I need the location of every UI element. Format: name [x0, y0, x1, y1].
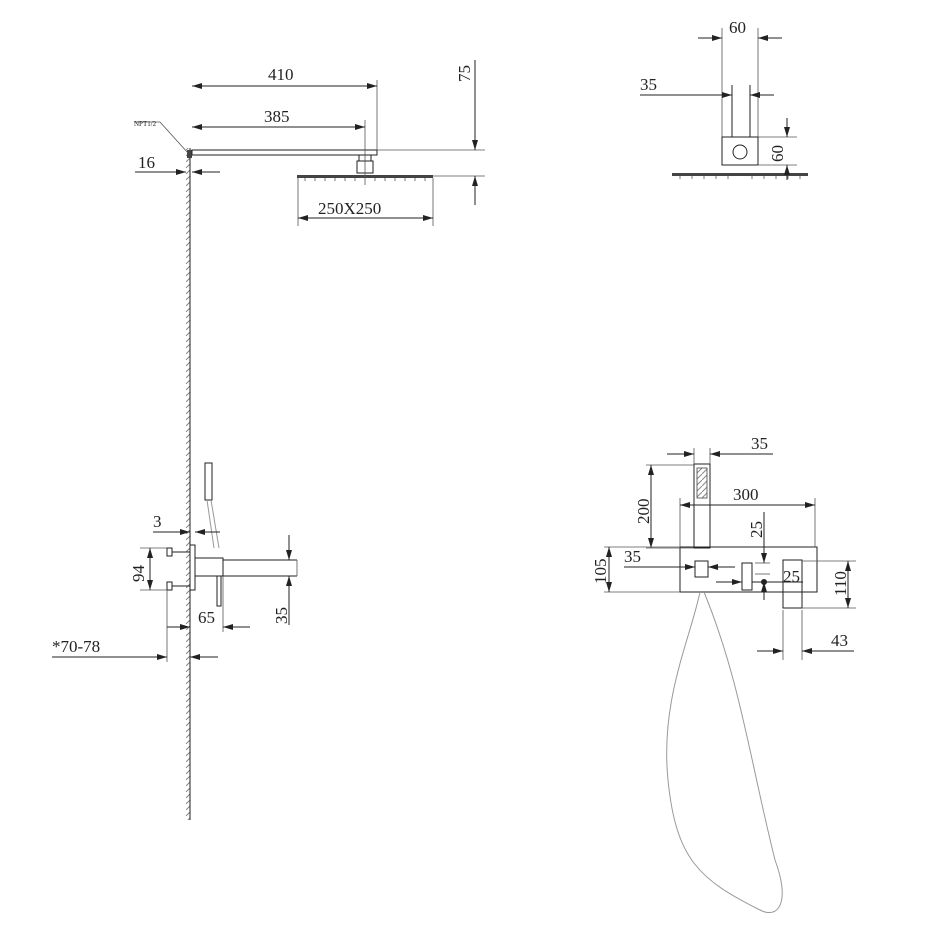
shower-holder: [694, 560, 709, 578]
dim-label-410: 410: [268, 65, 294, 84]
dim-label-300: 300: [733, 485, 759, 504]
dim-label-250x250: 250X250: [318, 199, 381, 218]
side-view-mixer: 94 3 35 65 *70-78: [52, 462, 298, 662]
dim-label-35: 35: [640, 75, 657, 94]
dim-label-3: 3: [153, 512, 162, 531]
hose: [666, 591, 783, 913]
dim-label-35-holder: 35: [624, 547, 641, 566]
front-view-rain-shower: 60 35 60: [640, 18, 808, 180]
dim-label-25-horizontal: 25: [783, 567, 800, 586]
hose: [206, 499, 220, 549]
nozzles: [304, 178, 426, 181]
thread-leader: [159, 121, 189, 154]
joint-block: [721, 136, 759, 166]
dim-label-70-78: *70-78: [52, 637, 100, 656]
mixer-body: [194, 557, 224, 577]
front-view-mixer: 35 300 200 105 35 25 25 110 43: [591, 434, 856, 913]
valve-handle-top: [166, 547, 173, 557]
spout: [782, 559, 803, 609]
dim-label-94: 94: [129, 565, 148, 583]
wall-plate: [679, 546, 818, 593]
dim-label-200: 200: [634, 499, 653, 525]
dim-label-60-top: 60: [729, 18, 746, 37]
dim-label-16: 16: [138, 153, 155, 172]
shower-arm: [191, 149, 378, 156]
wall-flange: [187, 150, 192, 158]
dim-label-43: 43: [831, 631, 848, 650]
wall-plate: [189, 544, 196, 591]
dim-label-65: 65: [198, 608, 215, 627]
dim-label-60-right: 60: [768, 145, 787, 162]
dim-label-25-vertical: 25: [747, 521, 766, 538]
wall-hatch: [186, 148, 190, 820]
spray-grille: [696, 467, 708, 499]
hand-shower: [204, 462, 213, 501]
dim-label-110: 110: [831, 571, 850, 596]
dim-label-75: 75: [455, 65, 474, 82]
dim-label-35-top: 35: [751, 434, 768, 453]
valve-handle-bottom: [166, 581, 173, 591]
lever: [216, 575, 222, 607]
dim-label-35: 35: [272, 607, 291, 624]
dim-label-105: 105: [591, 559, 610, 585]
side-view-rain-shower: 410 385 16 75 250X250 NPT1/2: [134, 60, 485, 820]
diverter: [741, 562, 753, 591]
thread-label: NPT1/2: [134, 120, 157, 128]
shower-head: [672, 173, 808, 176]
ball-joint: [732, 144, 748, 160]
dim-label-385: 385: [264, 107, 290, 126]
